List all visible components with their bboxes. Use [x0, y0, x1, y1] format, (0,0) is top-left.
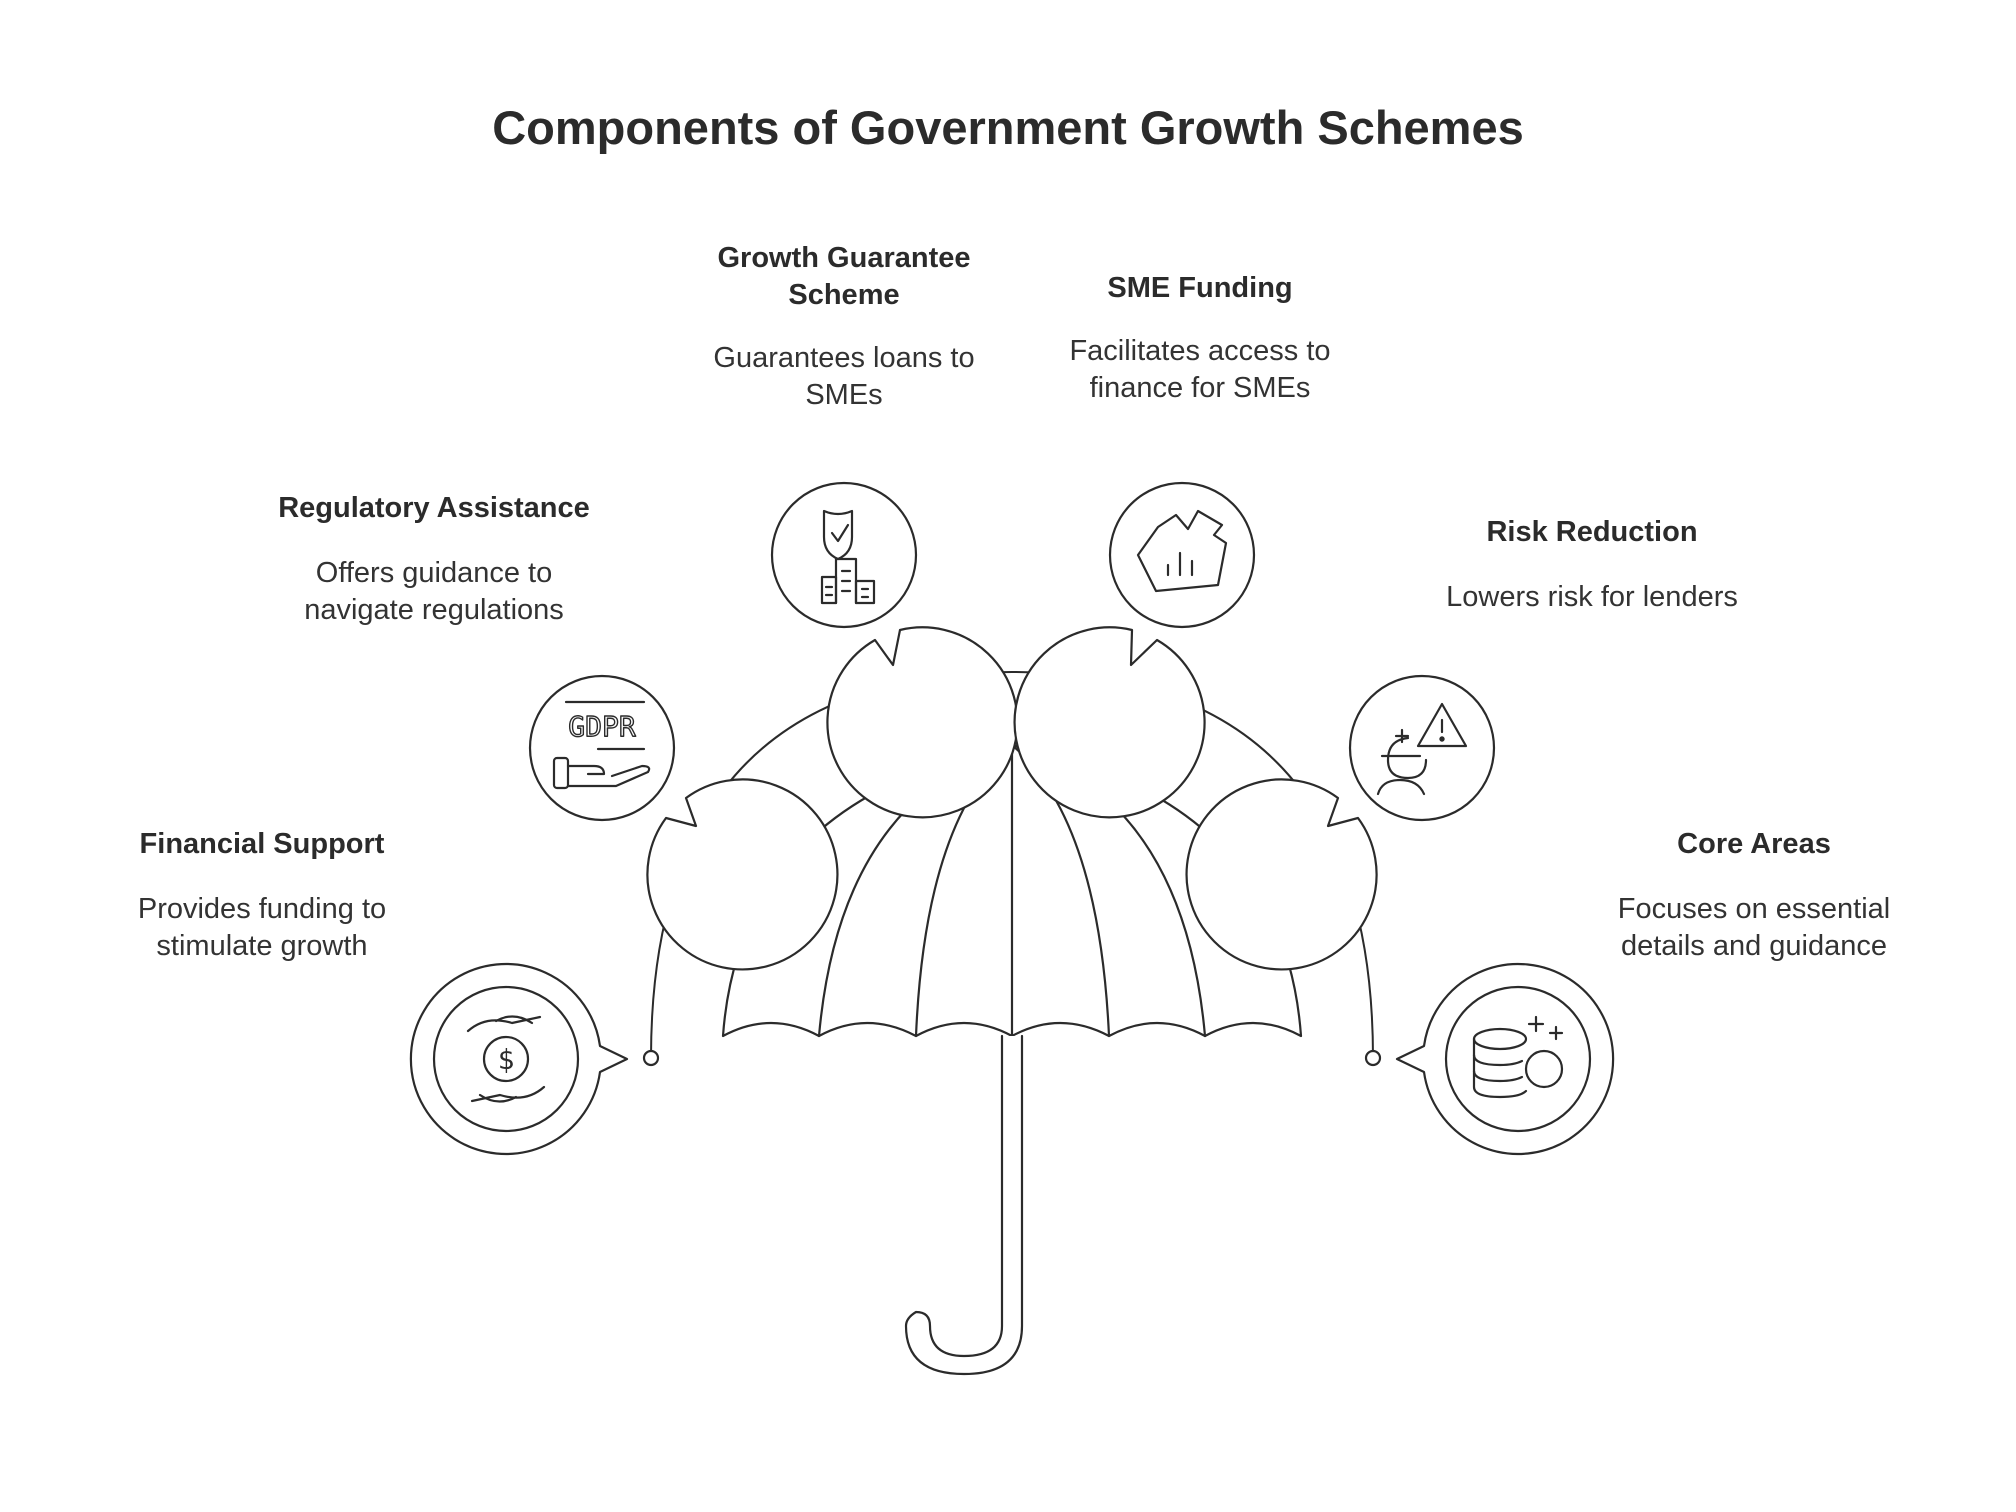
bubble-growth-guarantee-scheme [770, 481, 1019, 819]
item-sme-funding: SME Funding Facilitates access to financ… [1030, 270, 1370, 407]
gdpr-hand-icon: GDPR [552, 700, 651, 790]
item-risk-reduction: Risk Reduction Lowers risk for lenders [1372, 514, 1812, 616]
item-regulatory-assistance: Regulatory Assistance Offers guidance to… [214, 490, 654, 629]
bubble-core-areas [1395, 962, 1615, 1156]
hand-money-icon: $ [466, 1015, 546, 1103]
person-warning-icon [1376, 702, 1468, 796]
gdpr-label: GDPR [568, 710, 636, 743]
item-description: Offers guidance to navigate regulations [304, 557, 564, 626]
bubble-regulatory-assistance: GDPR [528, 674, 839, 971]
item-description: Focuses on essential details and guidanc… [1617, 893, 1891, 962]
bubble-financial-support: $ [409, 962, 629, 1156]
item-description: Guarantees loans to SMEs [713, 342, 975, 411]
database-plus-icon [1472, 1015, 1564, 1099]
item-description: Lowers risk for lenders [1446, 581, 1738, 613]
item-heading: Growth Guarantee Scheme [717, 242, 971, 311]
item-heading: SME Funding [1107, 272, 1293, 304]
bubble-sme-funding [1013, 481, 1256, 819]
item-heading: Regulatory Assistance [278, 492, 590, 524]
item-description: Facilitates access to finance for SMEs [1069, 335, 1331, 404]
item-heading: Risk Reduction [1486, 516, 1698, 548]
item-core-areas: Core Areas Focuses on essential details … [1534, 826, 1974, 965]
chart-shape-icon [1136, 509, 1228, 593]
arc-dot [642, 1049, 660, 1067]
arc-dot [1364, 1049, 1382, 1067]
item-financial-support: Financial Support Provides funding to st… [42, 826, 482, 965]
item-heading: Financial Support [139, 828, 385, 860]
svg-text:$: $ [498, 1043, 515, 1076]
item-description: Provides funding to stimulate growth [137, 893, 387, 962]
item-heading: Core Areas [1677, 828, 1831, 860]
page-title: Components of Government Growth Schemes [492, 101, 1524, 154]
bubble-risk-reduction [1185, 674, 1496, 971]
item-growth-guarantee-scheme: Growth Guarantee Scheme Guarantees loans… [674, 240, 1014, 414]
shield-buildings-icon [820, 509, 876, 605]
